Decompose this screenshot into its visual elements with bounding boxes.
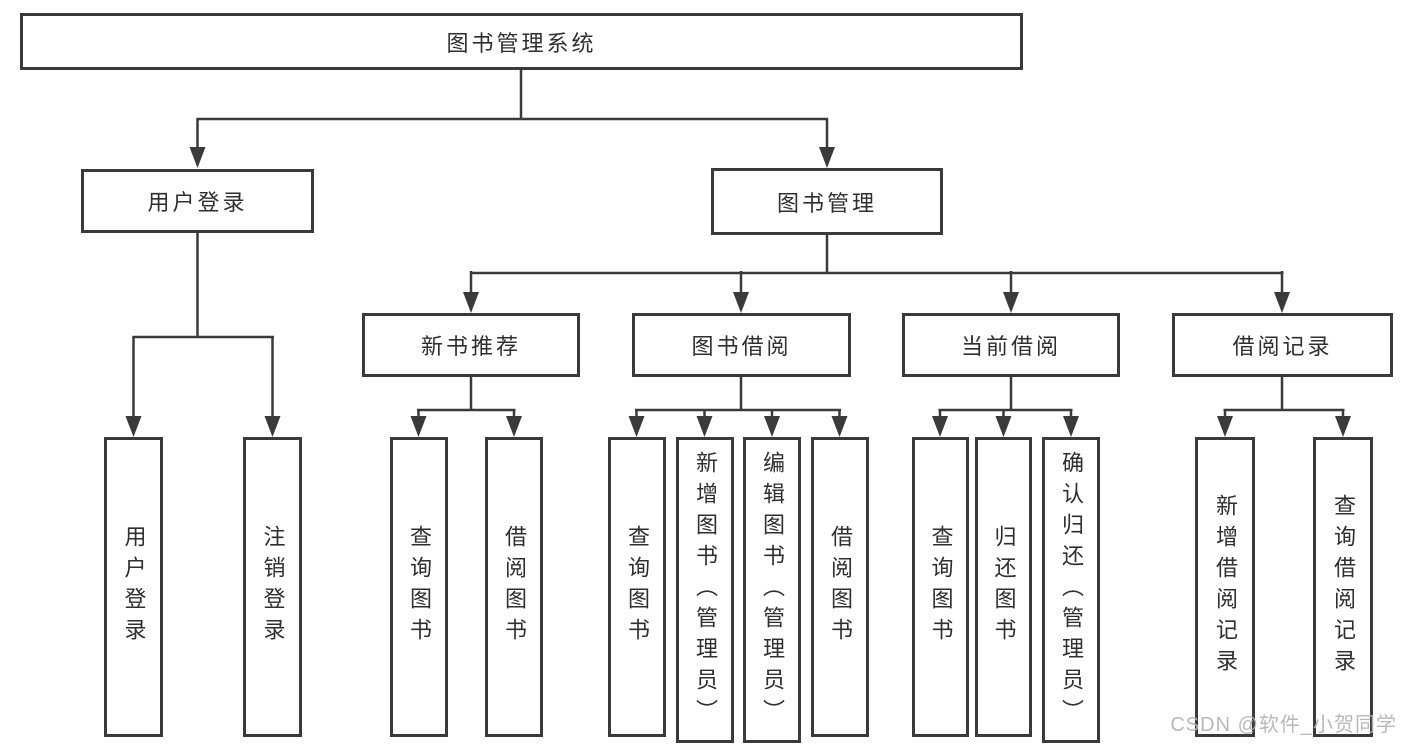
node-root: 图书管理系统 xyxy=(20,13,1023,70)
leaf-logout: 注销登录 xyxy=(243,437,302,737)
leaf-label: 新增图书（管理员） xyxy=(693,450,718,730)
leaf-query-books-3: 查询图书 xyxy=(912,437,969,737)
node-user-login: 用户登录 xyxy=(81,169,314,233)
leaf-label: 注销登录 xyxy=(260,525,286,649)
leaf-user-login: 用户登录 xyxy=(104,437,163,737)
leaf-label: 查询图书 xyxy=(625,525,650,649)
leaf-add-books-admin: 新增图书（管理员） xyxy=(676,437,734,743)
watermark-text: CSDN @软件_小贺同学 xyxy=(1170,714,1397,736)
arrowhead-icon xyxy=(764,416,780,437)
node-current-borrow: 当前借阅 xyxy=(902,313,1120,377)
arrowhead-icon xyxy=(628,416,645,437)
leaf-label: 用户登录 xyxy=(121,525,147,649)
leaf-label: 确认归还（管理员） xyxy=(1059,450,1084,730)
leaf-query-borrow-record: 查询借阅记录 xyxy=(1313,437,1373,737)
leaf-label: 借阅图书 xyxy=(828,525,853,649)
node-book-management: 图书管理 xyxy=(711,168,943,235)
leaf-label: 查询图书 xyxy=(407,525,432,649)
arrowhead-icon xyxy=(1335,416,1351,437)
leaf-label: 归还图书 xyxy=(991,525,1017,649)
arrowhead-icon xyxy=(506,416,522,437)
leaf-query-books-2: 查询图书 xyxy=(608,437,666,737)
arrowhead-icon xyxy=(819,147,835,168)
arrowhead-icon xyxy=(1063,416,1079,437)
arrowhead-icon xyxy=(831,416,848,437)
arrowhead-icon xyxy=(696,416,713,437)
leaf-borrow-books-2: 借阅图书 xyxy=(811,437,869,737)
arrowhead-icon xyxy=(125,416,142,437)
arrowhead-icon xyxy=(733,292,749,313)
leaf-add-borrow-record: 新增借阅记录 xyxy=(1195,437,1255,737)
node-borrow-record: 借阅记录 xyxy=(1172,313,1393,377)
leaf-return-books: 归还图书 xyxy=(975,437,1032,737)
node-book-borrow: 图书借阅 xyxy=(632,313,851,377)
arrowhead-icon xyxy=(932,416,948,437)
leaf-confirm-return-admin: 确认归还（管理员） xyxy=(1042,437,1100,743)
leaf-label: 查询借阅记录 xyxy=(1331,494,1356,680)
arrowhead-icon xyxy=(995,416,1012,437)
arrowhead-icon xyxy=(1217,416,1233,437)
node-new-book-recommend: 新书推荐 xyxy=(362,313,580,377)
leaf-label: 新增借阅记录 xyxy=(1213,494,1238,680)
arrowhead-icon xyxy=(189,147,206,168)
leaf-query-books-1: 查询图书 xyxy=(390,437,448,737)
arrowhead-icon xyxy=(410,416,427,437)
arrowhead-icon xyxy=(1274,292,1290,313)
arrowhead-icon xyxy=(1003,292,1019,313)
leaf-edit-books-admin: 编辑图书（管理员） xyxy=(743,437,801,743)
leaf-borrow-books-1: 借阅图书 xyxy=(485,437,543,737)
leaf-label: 借阅图书 xyxy=(502,525,527,649)
leaf-label: 编辑图书（管理员） xyxy=(760,450,785,730)
leaf-label: 查询图书 xyxy=(928,525,954,649)
arrowhead-icon xyxy=(264,416,281,437)
arrowhead-icon xyxy=(463,292,479,313)
